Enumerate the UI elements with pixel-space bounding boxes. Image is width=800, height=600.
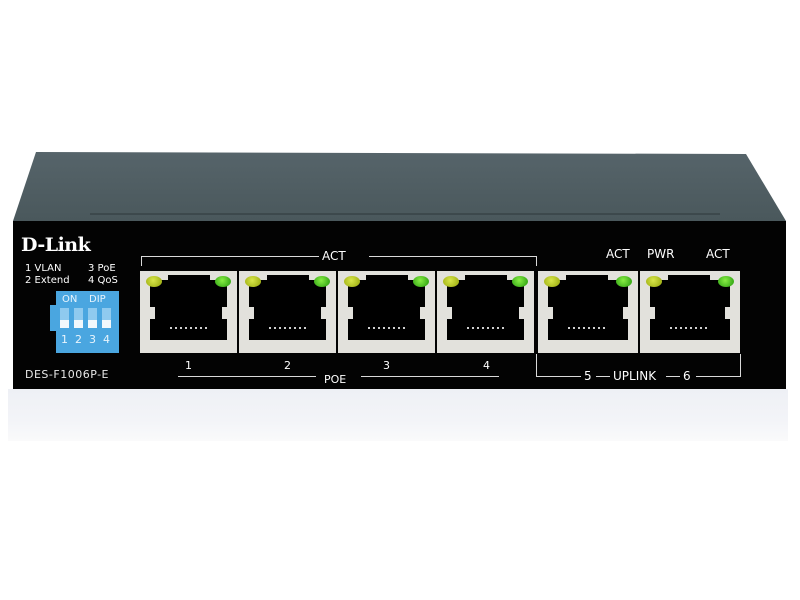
ethernet-port-4[interactable] [437,271,534,353]
uplink-line-c [666,376,680,377]
dip-switch[interactable]: ON DIP 1 2 3 4 [50,291,119,353]
dip-num-4: 4 [103,333,110,346]
poe-label: POE [324,373,347,386]
uplink-act-label-6: ACT [706,247,730,261]
link-led-icon [544,276,560,287]
legend-poe: 3 PoE [88,263,116,274]
link-led-icon [443,276,459,287]
act-bracket-left-tick [141,256,142,266]
dip-label: DIP [89,294,106,305]
dip-toggle-1[interactable] [60,308,69,328]
uplink-act-label-5: ACT [606,247,630,261]
dip-legend-left: 1 VLAN 2 Extend [25,263,70,287]
uplink-port-6[interactable] [640,271,740,353]
uplink-bracket-left-tick [536,354,537,377]
legend-qos: 4 QoS [88,275,118,286]
link-led-icon [344,276,360,287]
port-number-3: 3 [383,359,390,372]
uplink-label: UPLINK [613,369,657,383]
legend-extend: 2 Extend [25,275,70,286]
uplink-line-b [596,376,610,377]
activity-led-icon [215,276,231,287]
uplink-port-number-6: 6 [683,369,691,383]
activity-led-icon [512,276,528,287]
pwr-led-icon [646,276,662,287]
dip-toggle-2[interactable] [74,308,83,328]
uplink-bracket-right-tick [740,354,741,377]
poe-line-left [178,376,316,377]
pwr-label: PWR [647,247,675,261]
link-led-icon [146,276,162,287]
act-bracket-right-tick [536,256,537,266]
dip-num-1: 1 [61,333,68,346]
dip-num-3: 3 [89,333,96,346]
dip-toggle-3[interactable] [88,308,97,328]
uplink-line-d [696,376,740,377]
ethernet-port-1[interactable] [140,271,237,353]
activity-led-icon [616,276,632,287]
port-number-4: 4 [483,359,490,372]
dip-toggle-4[interactable] [102,308,111,328]
uplink-port-number-5: 5 [584,369,592,383]
ethernet-port-2[interactable] [239,271,336,353]
port-number-1: 1 [185,359,192,372]
legend-vlan: 1 VLAN [25,263,62,274]
reflection [8,389,788,441]
poe-line-right [361,376,499,377]
link-led-icon [245,276,261,287]
poe-act-label: ACT [322,249,346,263]
brand-logo: D-Link [21,234,91,256]
dip-num-2: 2 [75,333,82,346]
port-number-2: 2 [284,359,291,372]
dip-notch [50,305,56,331]
dip-on-label: ON [62,294,78,305]
uplink-port-5[interactable] [538,271,638,353]
act-bracket-right [369,256,537,257]
ethernet-port-3[interactable] [338,271,435,353]
dip-legend-right: 3 PoE 4 QoS [88,263,118,287]
act-bracket-left [141,256,319,257]
model-number: DES-F1006P-E [25,368,110,381]
activity-led-icon [314,276,330,287]
activity-led-icon [413,276,429,287]
uplink-line-a [536,376,581,377]
activity-led-icon [718,276,734,287]
